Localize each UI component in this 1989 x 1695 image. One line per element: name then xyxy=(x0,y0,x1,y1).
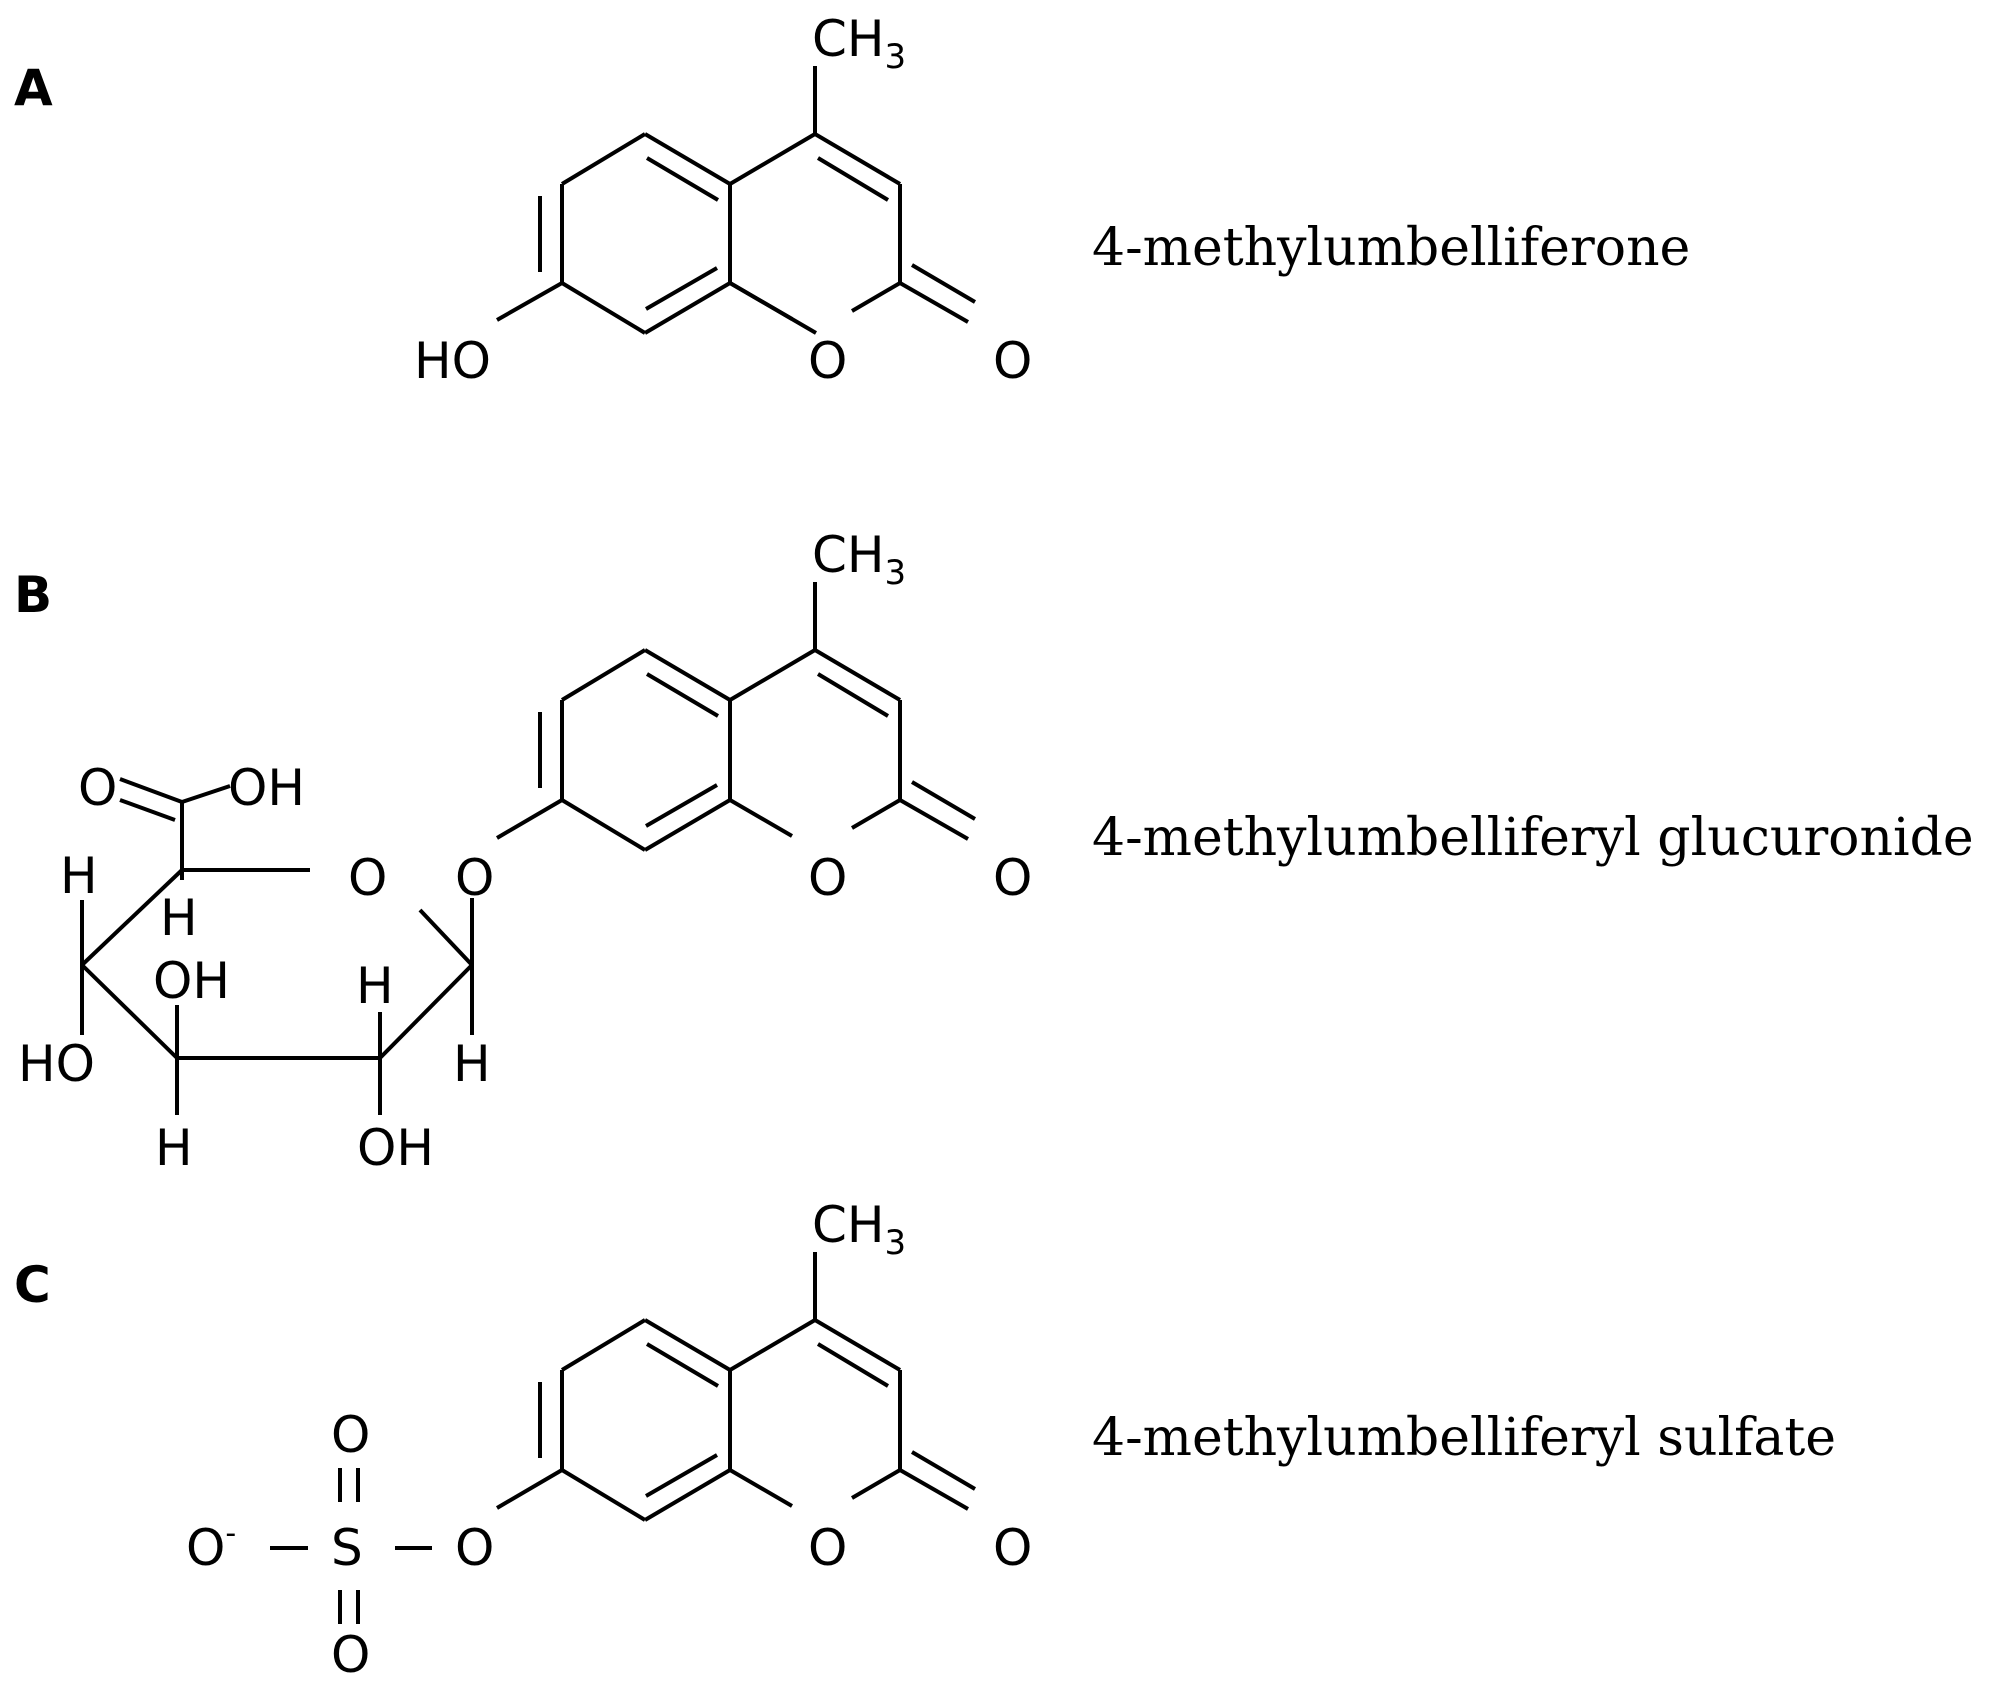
panel-c-bond xyxy=(850,1468,902,1500)
panel-b-bond xyxy=(728,648,817,702)
panel-a-bond xyxy=(496,281,563,322)
panel-a-ring-oxygen: O xyxy=(808,332,847,390)
panel-b-coumarin-structure xyxy=(495,582,977,852)
panel-b-h-c1: H xyxy=(453,1035,491,1093)
panel-a-bond xyxy=(728,281,794,321)
panel-c-bond xyxy=(560,1318,647,1372)
panel-b-double-bond-inner xyxy=(816,672,890,718)
panel-b-h-c2: H xyxy=(356,957,394,1015)
panel-b-double-bond-inner xyxy=(645,672,720,718)
panel-c-ring-oxygen: O xyxy=(808,1519,847,1577)
panel-b-bond xyxy=(813,648,902,702)
panel-b-ring-oxygen: O xyxy=(808,849,847,907)
panel-b-compound-name: 4-methylumbelliferyl glucuronide xyxy=(1092,808,1974,868)
panel-b: B xyxy=(14,526,1974,1177)
panel-c-sulfonyl-oxygen-top: O xyxy=(331,1406,370,1464)
panel-c-bond xyxy=(495,1468,564,1510)
panel-c-sulfur: S xyxy=(331,1519,363,1577)
panel-b-bond xyxy=(181,784,231,804)
panel-b-h-c4: H xyxy=(155,1119,193,1177)
panel-b-bond xyxy=(80,963,179,1060)
panel-c-methyl-carbon: CH3 xyxy=(812,1196,906,1263)
panel-b-bond xyxy=(418,908,474,967)
panel-a-bond xyxy=(560,281,647,335)
panel-b-glucuronide-structure xyxy=(80,777,474,1115)
panel-a-double-bond-inner xyxy=(644,266,719,311)
panel-c-double-bond xyxy=(910,1450,977,1491)
panel-b-acid-carbonyl-oxygen: O xyxy=(78,759,117,817)
panel-a-carbonyl-oxygen: O xyxy=(993,332,1032,390)
panel-c-carbonyl-oxygen: O xyxy=(993,1519,1032,1577)
panel-b-double-bond xyxy=(910,780,977,821)
panel-a-bond xyxy=(813,132,902,186)
panel-c-ether-oxygen: O xyxy=(455,1519,494,1577)
panel-b-oh-c2: OH xyxy=(357,1119,434,1177)
panel-c-structure xyxy=(270,1252,977,1624)
panel-a-label: A xyxy=(14,59,53,117)
panel-b-bond xyxy=(643,648,732,702)
panel-b-bond xyxy=(119,777,183,804)
panel-b-bond xyxy=(560,648,647,702)
panel-b-carbonyl-oxygen: O xyxy=(993,849,1032,907)
panel-a-double-bond-inner xyxy=(816,156,890,202)
panel-a-compound-name: 4-methylumbelliferone xyxy=(1092,218,1690,278)
panel-a-double-bond-inner xyxy=(645,156,720,202)
panel-a-methyl-carbon: CH3 xyxy=(812,10,906,77)
panel-c-double-bond-inner xyxy=(816,1342,890,1388)
panel-b-sugar-ring-oxygen: O xyxy=(348,849,387,907)
panel-b-bond xyxy=(560,798,647,852)
panel-c-compound-name: 4-methylumbelliferyl sulfate xyxy=(1092,1408,1836,1468)
panel-b-oh-c3: OH xyxy=(153,952,230,1010)
panel-b-h-c5-left: H xyxy=(60,847,98,905)
panel-c-double-bond-inner xyxy=(645,1342,720,1388)
panel-b-double-bond-inner xyxy=(644,783,719,828)
panel-a-bond xyxy=(728,132,817,186)
panel-c-label: C xyxy=(14,1256,51,1314)
panel-c-oxide-oxygen: O- xyxy=(186,1516,236,1577)
panel-a-bond xyxy=(643,281,732,335)
panel-b-double-bond xyxy=(119,798,176,822)
panel-c-bond xyxy=(899,1468,969,1511)
panel-a-bond xyxy=(899,281,969,324)
panel-b-bond xyxy=(495,798,564,840)
panel-c-bond xyxy=(643,1318,732,1372)
panel-b-ether-oxygen: O xyxy=(455,849,494,907)
panel-a: A xyxy=(14,10,1690,390)
panel-a-bond xyxy=(560,132,647,186)
panel-c: C xyxy=(14,1196,1836,1684)
panel-b-bond xyxy=(378,963,474,1060)
panel-c-bond xyxy=(643,1468,732,1522)
panel-b-bond xyxy=(80,868,184,967)
panel-c-bond xyxy=(728,1468,794,1508)
panel-b-bond xyxy=(728,798,794,838)
panel-c-double-bond-inner xyxy=(644,1453,719,1498)
panel-b-h-c5-down: H xyxy=(160,889,198,947)
panel-a-bond xyxy=(850,281,902,313)
panel-c-bond xyxy=(813,1318,902,1372)
panel-b-bond xyxy=(643,798,732,852)
panel-b-bond xyxy=(850,798,902,830)
panel-b-ho-c4: HO xyxy=(18,1035,95,1093)
panel-c-bond xyxy=(728,1318,817,1372)
panel-c-bond xyxy=(560,1468,647,1522)
panel-b-methyl-carbon: CH3 xyxy=(812,526,906,593)
panel-b-bond xyxy=(899,798,969,841)
panel-a-bond xyxy=(643,132,732,186)
panel-a-double-bond xyxy=(910,263,977,304)
panel-b-acid-hydroxyl: OH xyxy=(228,759,305,817)
panel-b-label: B xyxy=(14,566,52,624)
panel-c-sulfonyl-oxygen-bottom: O xyxy=(331,1626,370,1684)
panel-a-hydroxyl: HO xyxy=(414,332,491,390)
panel-a-structure xyxy=(496,66,977,335)
